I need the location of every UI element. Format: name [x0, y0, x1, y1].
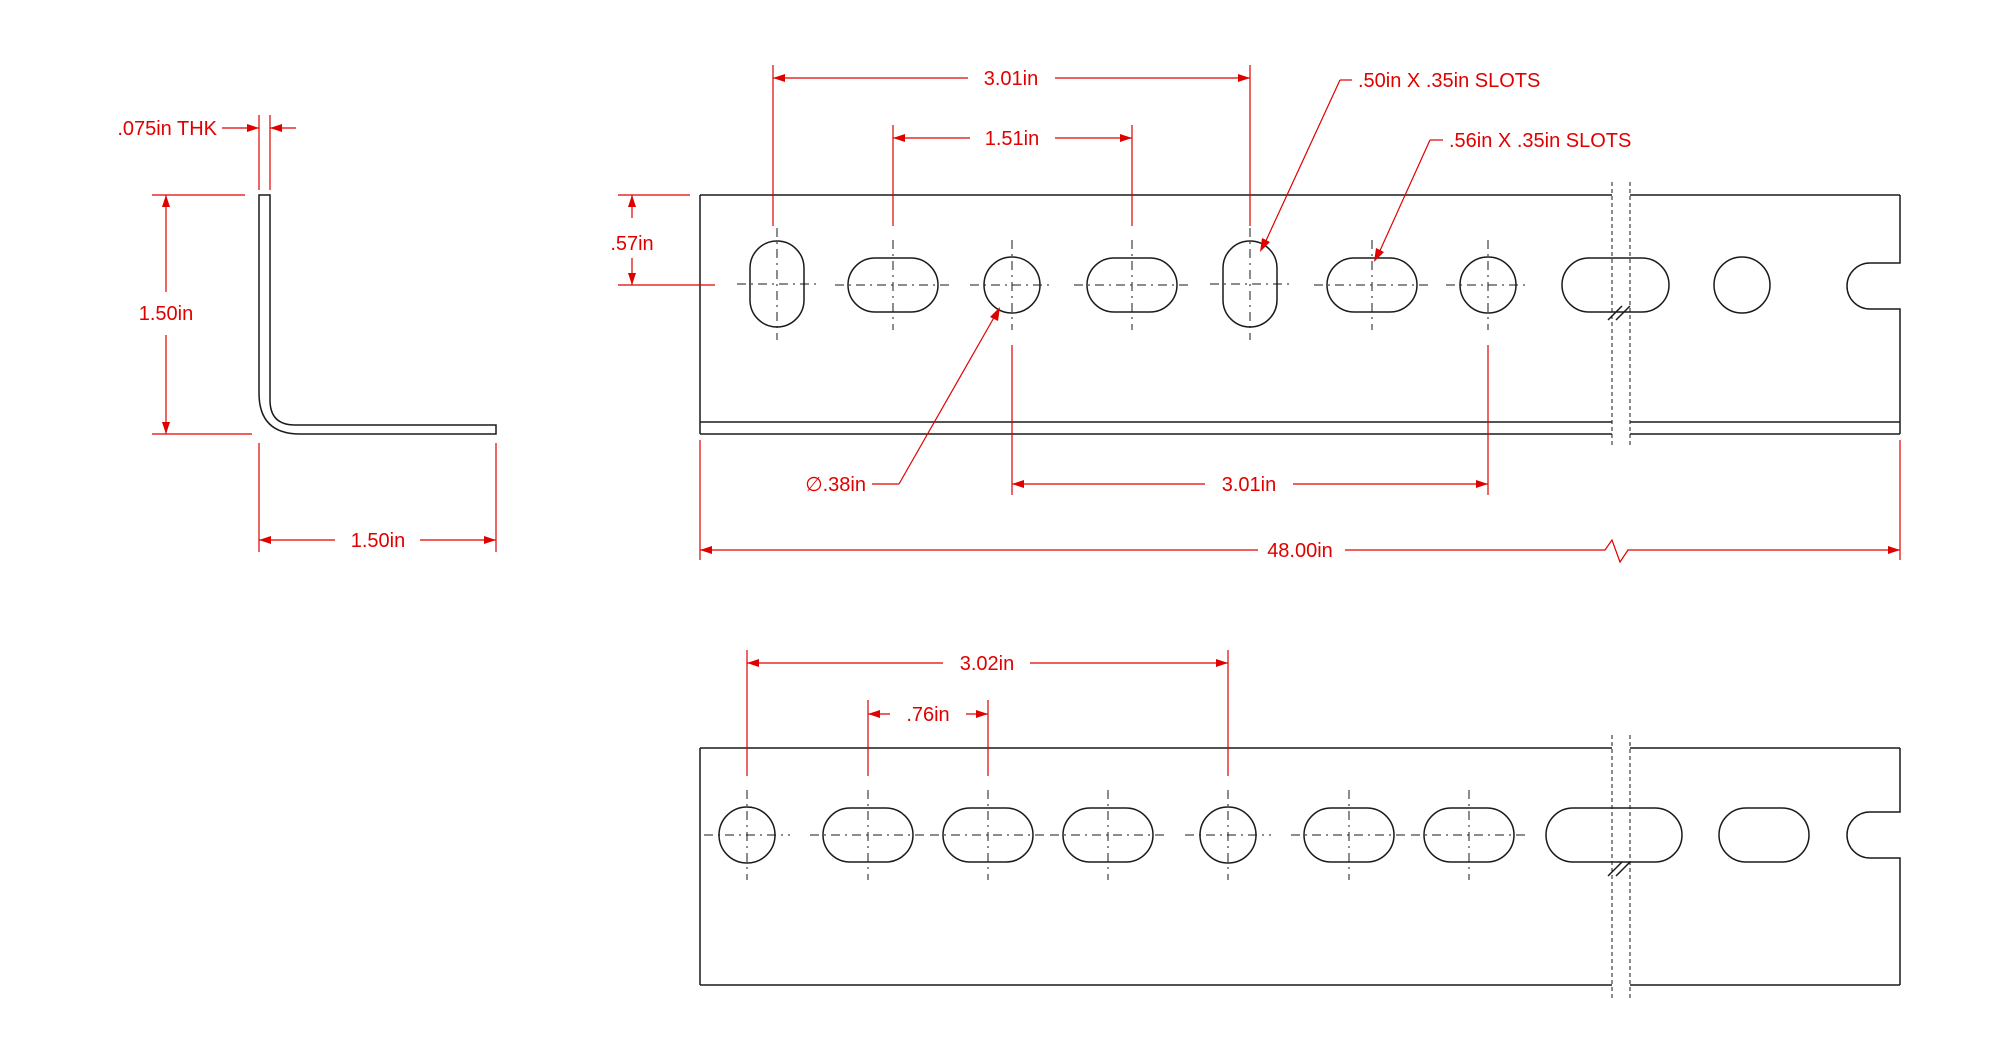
lower-slot-2 [930, 790, 1046, 880]
lower-spacing-narrow-label: .76in [906, 704, 949, 726]
top-spacing-wide-dimension: 3.01in [772, 65, 1251, 226]
lower-slot-4 [1291, 790, 1407, 880]
top-vertical-slot-1 [737, 228, 817, 340]
lower-slot-5 [1411, 790, 1527, 880]
top-round-hole-1 [970, 240, 1054, 330]
top-round-hole-2 [1446, 240, 1530, 330]
lower-spacing-narrow-dimension: .76in [867, 700, 989, 776]
edge-offset-dimension: .57in [610, 194, 715, 286]
slot-a-callout: .50in X .35in SLOTS [1260, 70, 1540, 252]
thickness-dimension: .075in THK [117, 115, 296, 190]
top-spacing-narrow-dimension: 1.51in [892, 125, 1133, 226]
end-view: .075in THK 1.50in 1.50in [117, 115, 497, 552]
top-spacing-narrow-label: 1.51in [985, 128, 1040, 150]
thickness-label: .075in THK [117, 118, 217, 140]
top-spacing-wide-label: 3.01in [984, 68, 1039, 90]
bottom-hole-spacing-dimension: 3.01in [1011, 345, 1489, 496]
lower-slot-1 [810, 790, 926, 880]
height-dimension: 1.50in [139, 194, 252, 435]
width-label: 1.50in [351, 530, 406, 552]
edge-offset-label: .57in [610, 233, 653, 255]
hole-diameter-callout: ∅.38in [805, 307, 1000, 496]
lower-view: 3.02in .76in [699, 650, 1901, 998]
lower-slot-3 [1050, 790, 1166, 880]
lower-slot-6 [1545, 807, 1683, 863]
overall-length-label: 48.00in [1267, 540, 1333, 562]
lower-round-hole-2 [1185, 790, 1271, 880]
slot-b-callout: .56in X .35in SLOTS [1374, 130, 1631, 262]
hole-diameter-label: ∅.38in [805, 474, 866, 496]
lower-spacing-wide-label: 3.02in [960, 653, 1015, 675]
height-label: 1.50in [139, 303, 194, 325]
angle-profile [258, 194, 497, 435]
width-dimension: 1.50in [258, 443, 497, 552]
top-view: 3.01in 1.51in .57in .50in X [610, 65, 1901, 564]
bottom-hole-spacing-label: 3.01in [1222, 474, 1277, 496]
top-horizontal-slot-2 [1074, 240, 1190, 330]
top-vertical-slot-2 [1210, 228, 1290, 340]
lower-round-hole-1 [704, 790, 790, 880]
slot-a-label: .50in X .35in SLOTS [1358, 70, 1540, 92]
lower-spacing-wide-dimension: 3.02in [746, 650, 1229, 776]
overall-length-dimension: 48.00in [699, 440, 1901, 564]
top-round-hole-3 [1713, 256, 1771, 314]
top-horizontal-slot-4 [1561, 257, 1670, 313]
top-horizontal-slot-1 [835, 240, 951, 330]
lower-slot-7 [1718, 807, 1810, 863]
slot-b-label: .56in X .35in SLOTS [1449, 130, 1631, 152]
top-horizontal-slot-3 [1314, 240, 1430, 330]
